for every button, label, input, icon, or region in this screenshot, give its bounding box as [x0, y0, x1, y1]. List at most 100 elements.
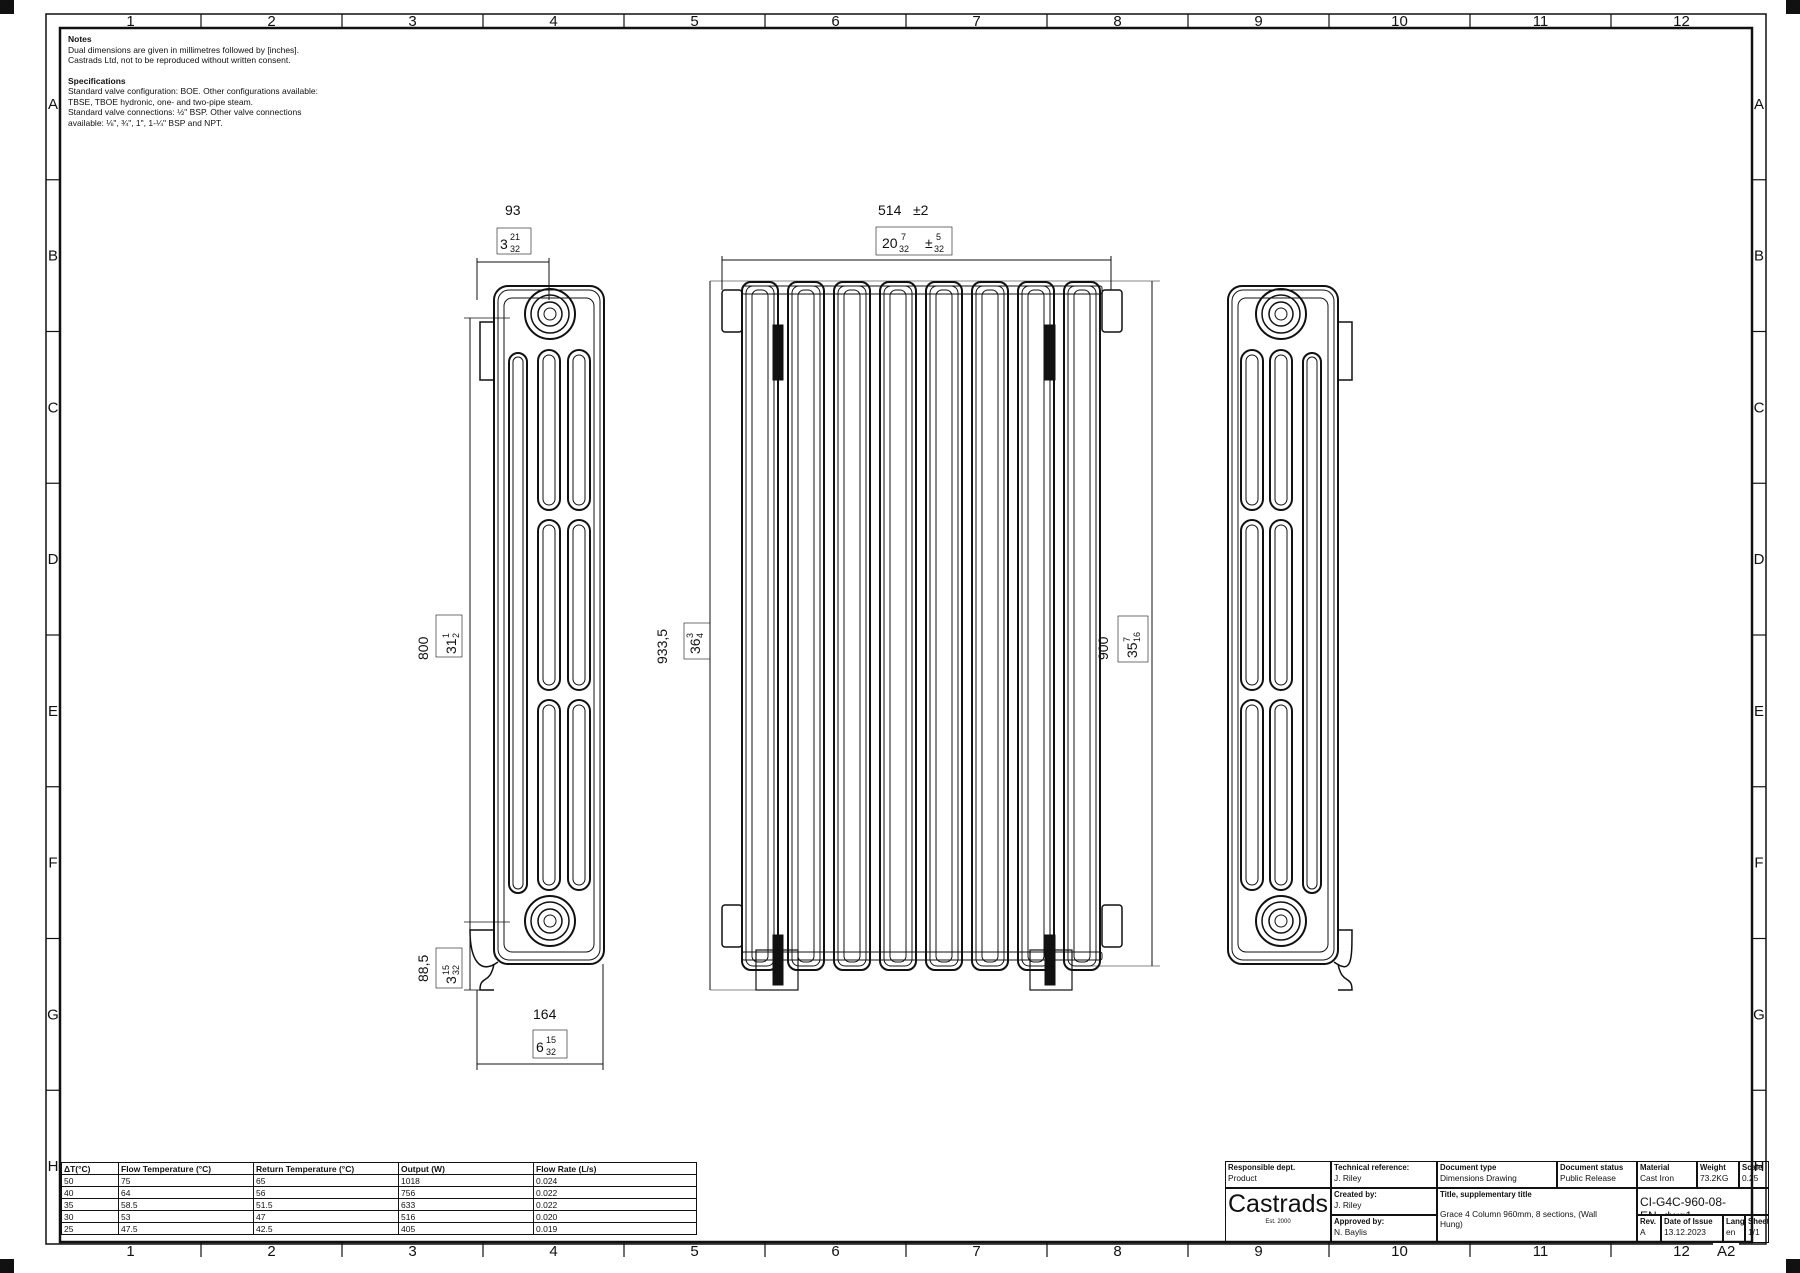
body-height-in-den: 16 — [1132, 632, 1142, 642]
spec-line: Standard valve configuration: BOE. Other… — [68, 86, 318, 96]
table-cell: 47 — [253, 1210, 399, 1223]
lang-value: en — [1726, 1227, 1736, 1237]
centres-mm: 800 — [415, 636, 431, 660]
grid-label: B — [48, 248, 58, 265]
table-cell: 0.019 — [533, 1222, 697, 1235]
grid-label: 10 — [1391, 13, 1408, 30]
front-dimensions — [683, 226, 1160, 991]
table-cell: 30 — [61, 1210, 119, 1223]
grid-label: 10 — [1391, 1243, 1408, 1260]
grid-label: C — [1754, 399, 1765, 416]
spec-line: Standard valve connections: ½" BSP. Othe… — [68, 107, 302, 117]
grid-label: 2 — [267, 1243, 275, 1260]
table-cell: 75 — [118, 1174, 254, 1187]
side-width-in-den: 32 — [510, 244, 520, 254]
issue-label: Date of Issue — [1664, 1217, 1713, 1226]
grid-label: 9 — [1254, 1243, 1262, 1260]
grid-label: H — [48, 1158, 59, 1175]
created-cell: Created by: J. Riley — [1331, 1188, 1437, 1215]
created-label: Created by: — [1334, 1190, 1377, 1199]
table-cell: 51.5 — [253, 1198, 399, 1211]
side-width-in-num: 21 — [510, 232, 520, 242]
responsible-dept-value: Product — [1228, 1173, 1257, 1183]
grid-label: 1 — [126, 13, 134, 30]
scale-label: Scale — [1742, 1163, 1763, 1172]
side-width-mm: 93 — [505, 202, 521, 218]
material-label: Material — [1640, 1163, 1670, 1172]
responsible-dept-cell: Responsible dept. Product — [1225, 1161, 1331, 1188]
sheet-value: 1/1 — [1748, 1227, 1760, 1237]
body-height-in-num: 7 — [1122, 637, 1132, 642]
weight-value: 73.2KG — [1700, 1173, 1729, 1183]
overall-width-in-den: 32 — [899, 244, 909, 254]
grid-label: 6 — [831, 1243, 839, 1260]
grid-label: 8 — [1113, 13, 1121, 30]
table-cell: 64 — [118, 1186, 254, 1199]
sheet-cell: Sheet 1/1 — [1745, 1215, 1769, 1243]
material-cell: Material Cast Iron — [1637, 1161, 1697, 1188]
grid-label: C — [48, 399, 59, 416]
bottom-in-num: 15 — [441, 965, 451, 975]
grid-label: 11 — [1533, 13, 1549, 30]
table-cell: 25 — [61, 1222, 119, 1235]
notes-line: Castrads Ltd, not to be reproduced witho… — [68, 55, 291, 65]
grid-label: B — [1754, 248, 1764, 265]
height-in-num: 3 — [685, 633, 695, 638]
lang-cell: Lang. en — [1723, 1215, 1745, 1243]
doc-type-cell: Document type Dimensions Drawing — [1437, 1161, 1557, 1188]
table-cell: 47.5 — [118, 1222, 254, 1235]
grid-ticks — [46, 14, 1766, 1257]
depth-in-num: 15 — [546, 1035, 556, 1045]
grid-label: 7 — [972, 1243, 980, 1260]
bottom-in-whole: 3 — [443, 976, 459, 984]
grid-label: 11 — [1533, 1243, 1549, 1260]
table-cell: 1018 — [398, 1174, 534, 1187]
weight-label: Weight — [1700, 1163, 1726, 1172]
tech-ref-label: Technical reference: — [1334, 1163, 1410, 1172]
tech-ref-cell: Technical reference: J. Riley — [1331, 1161, 1437, 1188]
table-cell: 633 — [398, 1198, 534, 1211]
grid-label: H — [1754, 1158, 1765, 1175]
grid-label: 5 — [690, 1243, 698, 1260]
scale-cell: Scale 0.25 — [1739, 1161, 1769, 1188]
grid-label: A — [48, 96, 58, 113]
overall-width-tol-in-den: 32 — [934, 244, 944, 254]
table-cell: 405 — [398, 1222, 534, 1235]
table-cell: 756 — [398, 1186, 534, 1199]
table-cell: 50 — [61, 1174, 119, 1187]
sheet-label: Sheet — [1748, 1217, 1769, 1226]
table-cell: 40 — [61, 1186, 119, 1199]
grid-label: 2 — [267, 13, 275, 30]
col-header: Flow Temperature (°C) — [118, 1162, 254, 1175]
left-dimension-text: 93 3 21 32 164 6 15 32 800 31 1 2 88,5 3… — [415, 202, 557, 1057]
rev-value: A — [1640, 1227, 1646, 1237]
side-view-left — [469, 285, 605, 991]
tech-ref-value: J. Riley — [1334, 1173, 1362, 1183]
weight-cell: Weight 73.2KG — [1697, 1161, 1739, 1188]
grid-label: 3 — [408, 1243, 416, 1260]
col-header: ΔT(°C) — [61, 1162, 119, 1175]
grid-label: 8 — [1113, 1243, 1121, 1260]
grid-label: 12 — [1673, 1243, 1690, 1260]
material-value: Cast Iron — [1640, 1173, 1674, 1183]
grid-label: 12 — [1673, 13, 1690, 30]
grid-label: E — [1754, 703, 1764, 720]
corner-mark — [1786, 1259, 1800, 1273]
table-cell: 0.022 — [533, 1186, 697, 1199]
grid-label: A — [1754, 96, 1764, 113]
table-cell: 0.020 — [533, 1210, 697, 1223]
height-in-den: 4 — [695, 633, 705, 638]
grid-label: G — [1753, 1006, 1765, 1023]
table-cell: 58.5 — [118, 1198, 254, 1211]
responsible-dept-label: Responsible dept. — [1228, 1163, 1296, 1172]
col-header: Flow Rate (L/s) — [533, 1162, 697, 1175]
scale-value: 0.25 — [1742, 1173, 1759, 1183]
table-cell: 0.024 — [533, 1174, 697, 1187]
output-table: ΔT(°C) Flow Temperature (°C) Return Temp… — [61, 1162, 697, 1235]
grid-label: D — [1754, 551, 1765, 568]
grid-label: F — [48, 855, 57, 872]
centres-in-num: 1 — [441, 633, 451, 638]
